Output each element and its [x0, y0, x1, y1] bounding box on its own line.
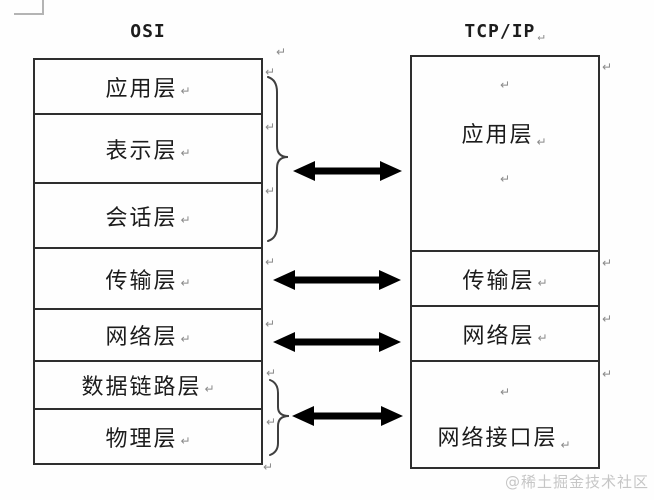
osi-layer-label: 会话层 — [105, 205, 178, 231]
tcpip-layer-text: 网络接口层 — [437, 426, 558, 451]
paragraph-mark-icon: ↵ — [499, 78, 511, 92]
paragraph-mark-icon: ↵ — [602, 367, 613, 381]
osi-layer-label: 物理层 — [105, 426, 178, 452]
paragraph-mark-icon: ↵ — [180, 433, 191, 448]
osi-layer-label: 应用层 — [105, 76, 178, 102]
paragraph-mark-icon: ↵ — [499, 172, 511, 186]
double-arrow-application — [293, 161, 402, 181]
watermark: @稀土掘金技术社区 — [504, 473, 649, 491]
paragraph-mark-icon: ↵ — [266, 415, 277, 429]
paragraph-mark-icon: ↵ — [602, 312, 613, 326]
paragraph-mark-icon: ↵ — [180, 212, 191, 227]
paragraph-mark-icon: ↵ — [265, 317, 276, 331]
paragraph-mark-icon: ↵ — [602, 60, 613, 74]
osi-layer-label: 数据链路层 — [81, 375, 202, 400]
double-arrow-network — [273, 332, 401, 352]
paragraph-mark-icon: ↵ — [204, 382, 215, 396]
osi-title-text: OSI — [130, 21, 166, 42]
upper-brace — [267, 76, 289, 242]
paragraph-mark-icon: ↵ — [560, 438, 573, 452]
tcpip-stack: ↵ 应用层↵ ↵ 传输层↵ 网络层↵ ↵ 网络接口层↵ — [410, 55, 600, 469]
tcpip-layer-application: ↵ 应用层↵ ↵ — [412, 57, 598, 252]
paragraph-mark-icon: ↵ — [265, 120, 276, 134]
osi-layer-session: 会话层↵ — [35, 184, 261, 249]
paragraph-mark-icon: ↵ — [499, 385, 511, 399]
paragraph-mark-icon: ↵ — [266, 366, 277, 380]
paragraph-mark-icon: ↵ — [536, 135, 549, 149]
tcpip-layer-network: 网络层↵ — [412, 307, 598, 362]
paragraph-mark-icon: ↵ — [180, 145, 191, 160]
paragraph-mark-icon: ↵ — [265, 184, 276, 198]
osi-layer-presentation: 表示层↵ — [35, 115, 261, 184]
osi-stack: 应用层↵ 表示层↵ 会话层↵ 传输层↵ 网络层↵ 数据链路层↵ 物理层↵ — [33, 58, 263, 465]
tcpip-layer-network-interface: ↵ 网络接口层↵ — [412, 362, 598, 467]
paragraph-mark-icon: ↵ — [180, 83, 191, 98]
tcpip-layer-label: 传输层 — [462, 268, 535, 294]
text-frame-corner-mark — [14, 0, 44, 15]
paragraph-mark-icon: ↵ — [276, 45, 287, 59]
tcpip-layer-label: 应用层↵ — [412, 117, 598, 149]
osi-title: OSI — [33, 21, 263, 43]
tcpip-layer-label: 网络接口层↵ — [412, 420, 598, 452]
tcpip-layer-label: 网络层 — [462, 323, 535, 349]
osi-layer-transport: 传输层↵ — [35, 249, 261, 310]
osi-layer-application: 应用层↵ — [35, 60, 261, 115]
double-arrow-transport — [273, 270, 401, 290]
paragraph-mark-icon: ↵ — [180, 275, 191, 290]
osi-layer-label: 网络层 — [105, 325, 178, 350]
paragraph-mark-icon: ↵ — [537, 29, 546, 43]
paragraph-mark-icon: ↵ — [180, 332, 191, 346]
osi-layer-network: 网络层↵ — [35, 310, 261, 362]
osi-layer-physical: 物理层↵ — [35, 410, 261, 463]
tcpip-title-text: TCP/IP — [464, 21, 536, 42]
paragraph-mark-icon: ↵ — [537, 275, 548, 290]
osi-layer-label: 传输层 — [105, 268, 178, 294]
paragraph-mark-icon: ↵ — [537, 330, 548, 345]
tcpip-title: TCP/IP↵ — [410, 21, 600, 43]
osi-layer-datalink: 数据链路层↵ — [35, 362, 261, 410]
paragraph-mark-icon: ↵ — [602, 256, 613, 270]
double-arrow-network-interface — [292, 406, 403, 426]
tcpip-layer-text: 应用层 — [461, 123, 534, 148]
osi-layer-label: 表示层 — [105, 138, 178, 164]
paragraph-mark-icon: ↵ — [265, 65, 276, 79]
tcpip-layer-transport: 传输层↵ — [412, 252, 598, 307]
paragraph-mark-icon: ↵ — [265, 255, 276, 269]
paragraph-mark-icon: ↵ — [263, 460, 274, 474]
